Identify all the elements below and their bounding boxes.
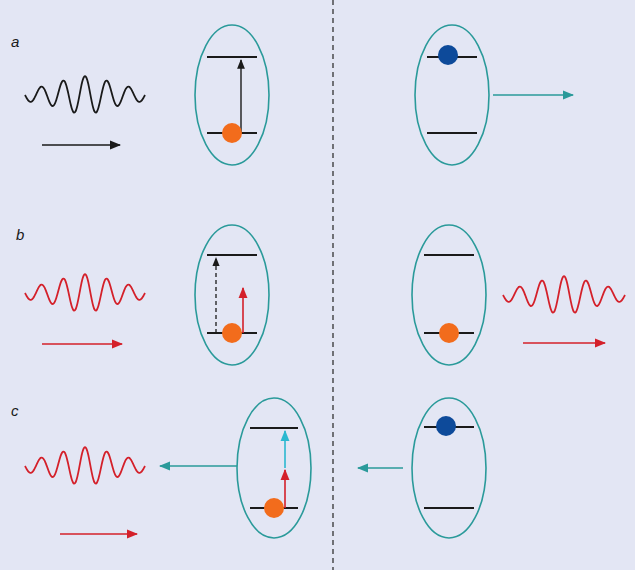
propagation-arrow: [523, 342, 605, 344]
recoil-arrow: [358, 467, 403, 469]
ground-state-dot: [222, 323, 242, 343]
wave-packet: [503, 276, 625, 312]
virtual-transition-arrow: [215, 258, 216, 333]
divider-line: [332, 0, 333, 570]
energy-level: [207, 254, 257, 256]
photon-energy-arrow: [284, 470, 286, 508]
atom-outline: [237, 398, 311, 538]
atom-outline: [195, 225, 269, 365]
panel-letter: b: [16, 227, 24, 242]
energy-level: [207, 56, 257, 58]
energy-level: [424, 254, 474, 256]
atom-outline: [415, 25, 489, 165]
energy-level: [427, 132, 477, 134]
propagation-arrow: [42, 144, 120, 146]
wave-packet: [25, 76, 145, 112]
wave-packet: [25, 274, 145, 310]
wave-packet: [25, 447, 145, 483]
ground-state-dot: [264, 498, 284, 518]
excitation-arrow: [240, 60, 241, 133]
energy-level: [250, 427, 298, 429]
doppler-shift-arrow: [284, 431, 286, 468]
motion-arrow: [160, 465, 237, 467]
propagation-arrow: [60, 533, 137, 535]
recoil-arrow: [493, 94, 573, 96]
photon-energy-arrow: [242, 288, 244, 333]
ground-state-dot: [439, 323, 459, 343]
atom-outline: [195, 25, 269, 165]
ground-state-dot: [222, 123, 242, 143]
excited-state-dot: [438, 45, 458, 65]
energy-level: [424, 507, 474, 509]
panel-letter: a: [11, 34, 19, 49]
excited-state-dot: [436, 416, 456, 436]
propagation-arrow: [42, 343, 122, 345]
atom-outline: [412, 225, 486, 365]
panel-letter: c: [11, 403, 19, 418]
atom-outline: [412, 398, 486, 538]
